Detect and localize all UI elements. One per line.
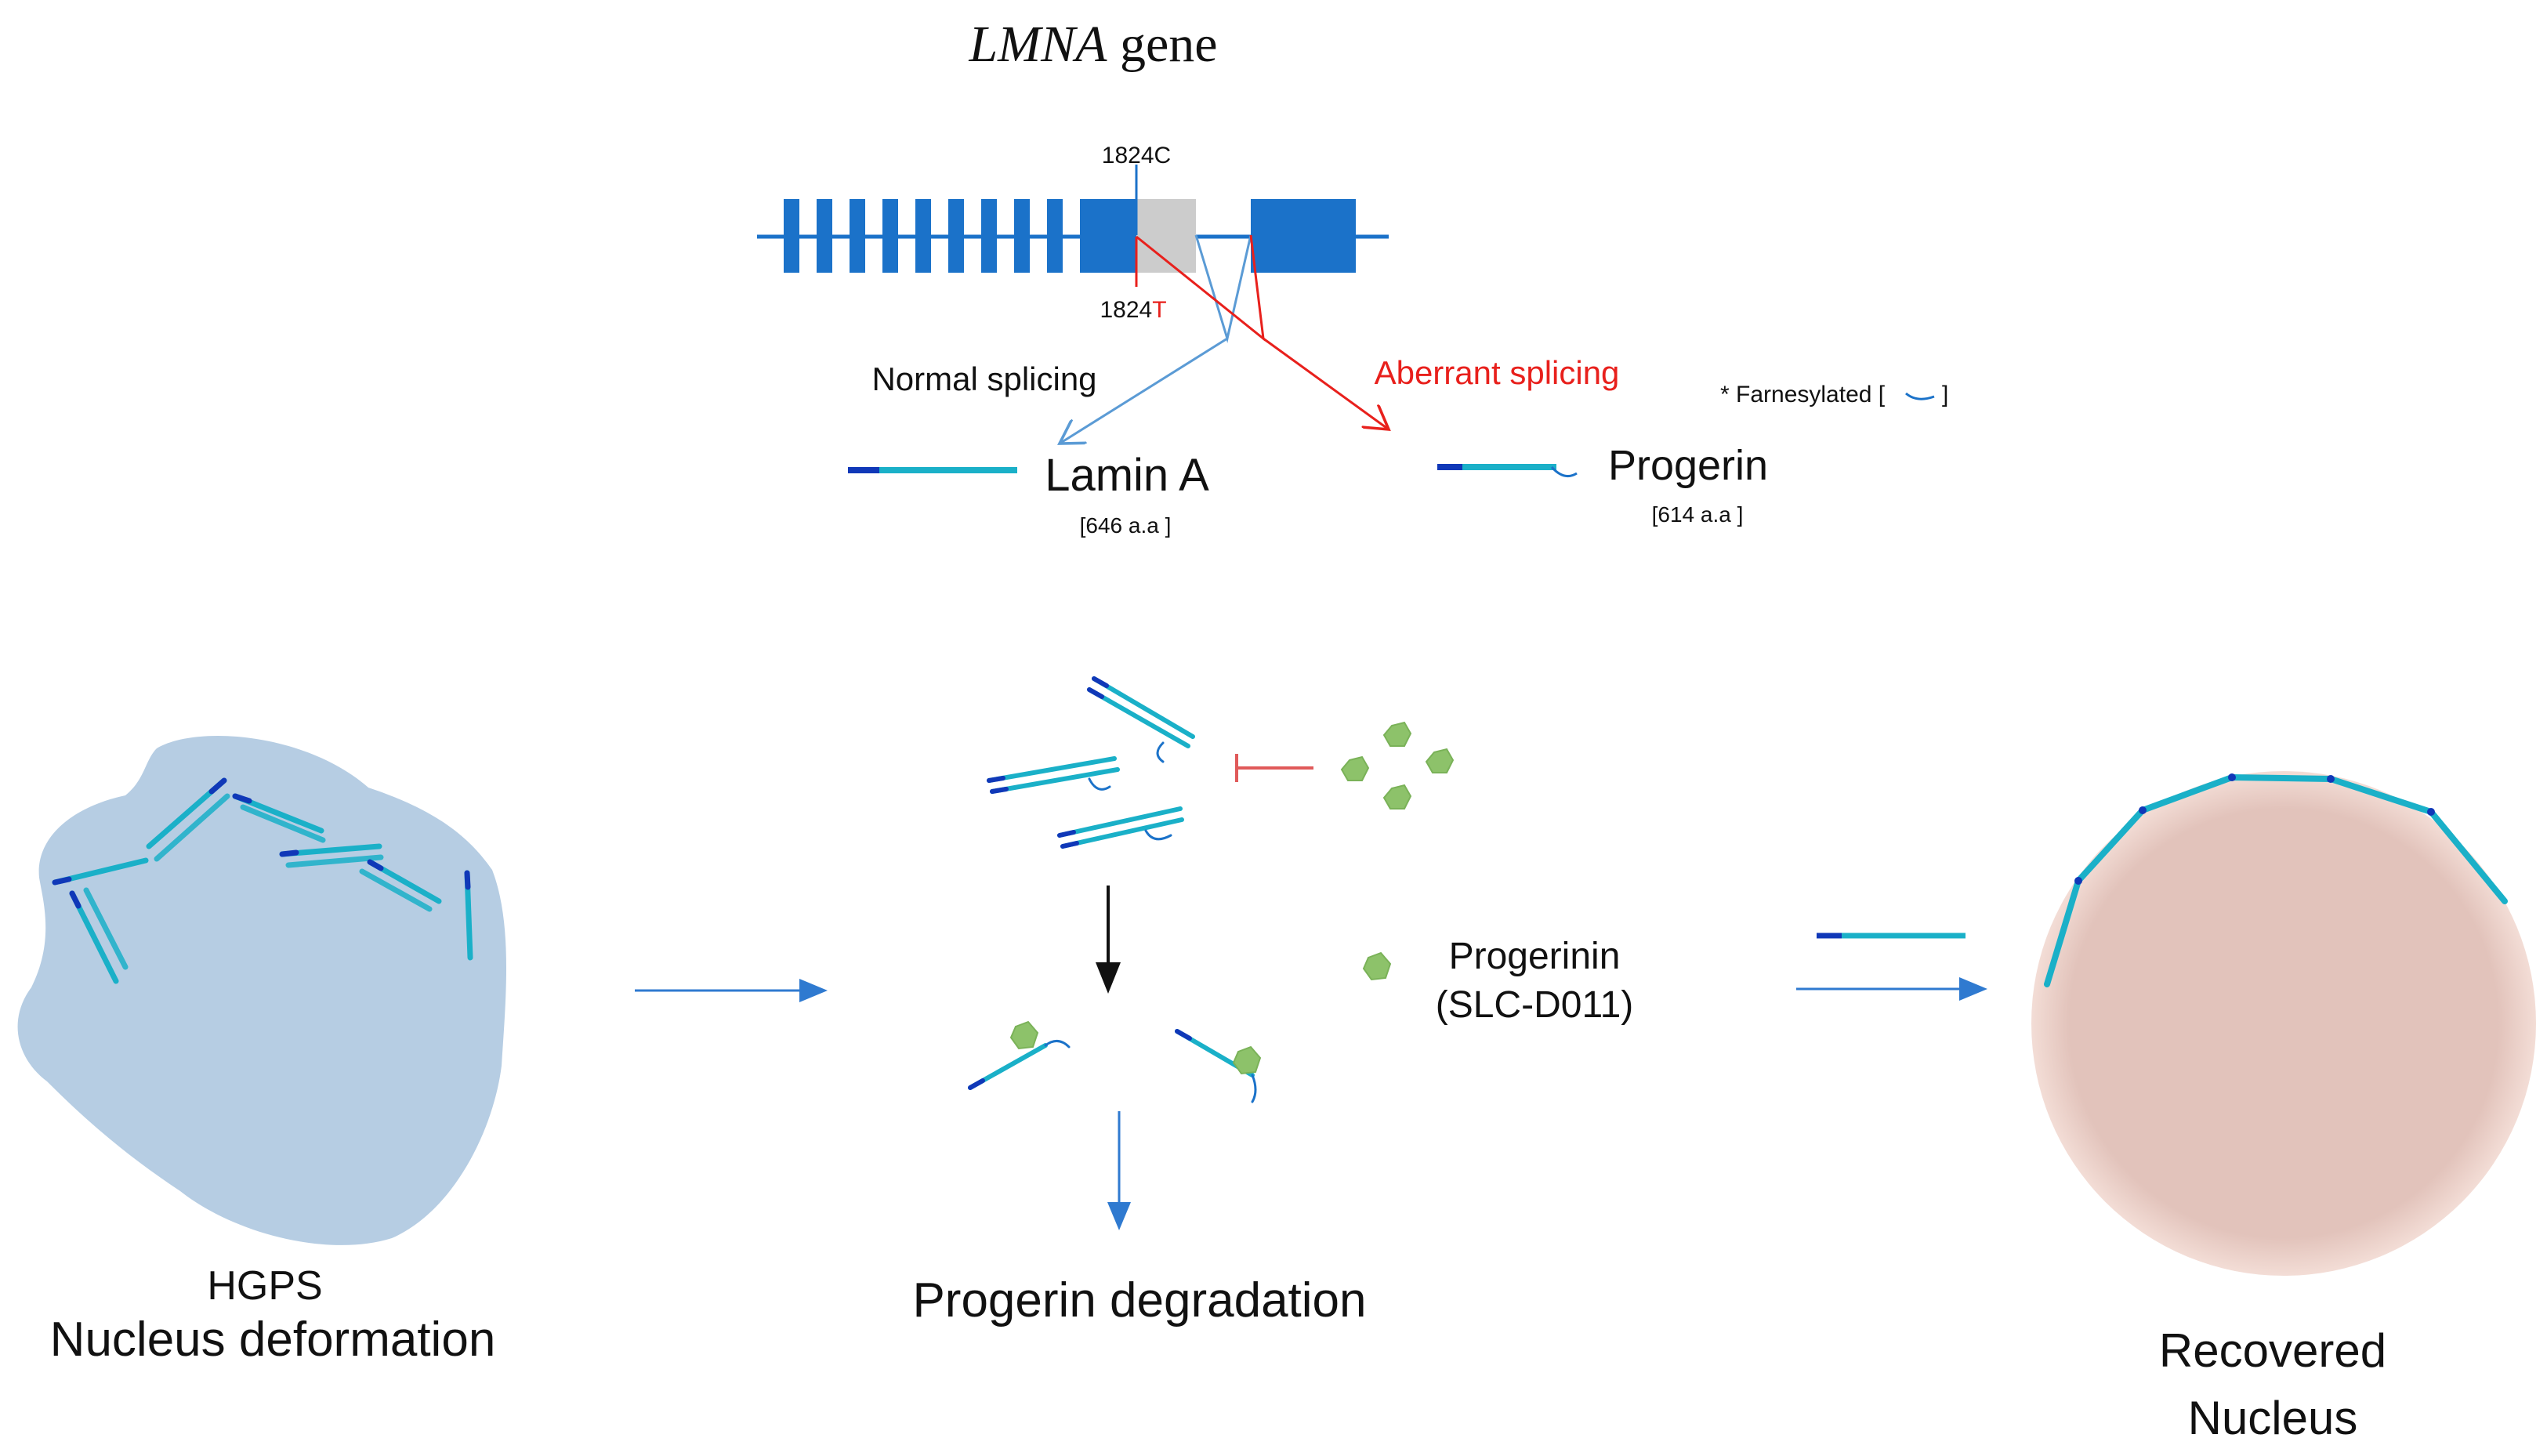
progerinin-name: Progerinin: [1449, 936, 1621, 977]
lmna-gene-structure: 1824C 1824T: [757, 143, 1389, 343]
aberrant-splicing-label: Aberrant splicing: [1375, 354, 1620, 391]
mutant-position: 1824: [1100, 297, 1152, 323]
gene-word: gene: [1107, 16, 1217, 73]
recovered-label: Recovered: [2159, 1324, 2386, 1377]
exon: [882, 199, 898, 273]
exon: [948, 199, 964, 273]
wt-nucleotide-label: 1824C: [1102, 143, 1171, 168]
progerin-filaments-cluster: [987, 676, 1195, 849]
misplaced-progerin-filaments: [52, 777, 473, 984]
aberrant-splicing-arrow: [1263, 337, 1389, 429]
lamin-a-label: Lamin A: [1045, 450, 1209, 501]
normal-splicing-label: Normal splicing: [871, 360, 1096, 397]
mutant-base: T: [1152, 297, 1166, 323]
exon-11: [1080, 199, 1136, 273]
restored-lamina: [2044, 773, 2508, 987]
progerinin-molecules: [1340, 721, 1455, 809]
progerin-degradation-label: Progerin degradation: [912, 1273, 1366, 1327]
exon: [981, 199, 997, 273]
inhibition-mark: [1235, 754, 1313, 782]
nucleus-label: Nucleus: [2188, 1392, 2358, 1444]
nucleus-deformation-label: Nucleus deformation: [50, 1313, 496, 1367]
exon-12: [1251, 199, 1356, 273]
farnesyl-note-open: * Farnesylated [: [1720, 382, 1886, 407]
drug-bound-progerin: [968, 1020, 1262, 1103]
progerinin-molecule: [1009, 1020, 1039, 1050]
exons-1-10: [784, 199, 1063, 273]
exon: [784, 199, 799, 273]
farnesyl-note-close: ]: [1942, 382, 1948, 407]
progerin-label: Progerin: [1608, 442, 1768, 489]
exon: [915, 199, 931, 273]
hgps-label: HGPS: [207, 1263, 322, 1309]
farnesyl-icon: [1905, 392, 1935, 400]
progerinin-code: (SLC-D011): [1436, 984, 1634, 1026]
gene-title: LMNA gene: [968, 16, 1217, 73]
exon: [1047, 199, 1063, 273]
lamin-a-length: [646 a.a ]: [1080, 513, 1172, 538]
progerin-protein-icon: [1437, 464, 1578, 478]
exon: [817, 199, 832, 273]
progerinin-legend-molecule: [1362, 951, 1392, 981]
normal-splicing-arrow: [1060, 337, 1228, 444]
exon: [850, 199, 865, 273]
progerin-length: [614 a.a ]: [1652, 502, 1744, 527]
mutant-nucleotide-label: 1824T: [1100, 297, 1166, 323]
gene-name: LMNA: [968, 16, 1107, 73]
progerinin-molecule: [1232, 1045, 1262, 1075]
recovered-nucleus: [2031, 771, 2536, 1276]
exon: [1014, 199, 1030, 273]
